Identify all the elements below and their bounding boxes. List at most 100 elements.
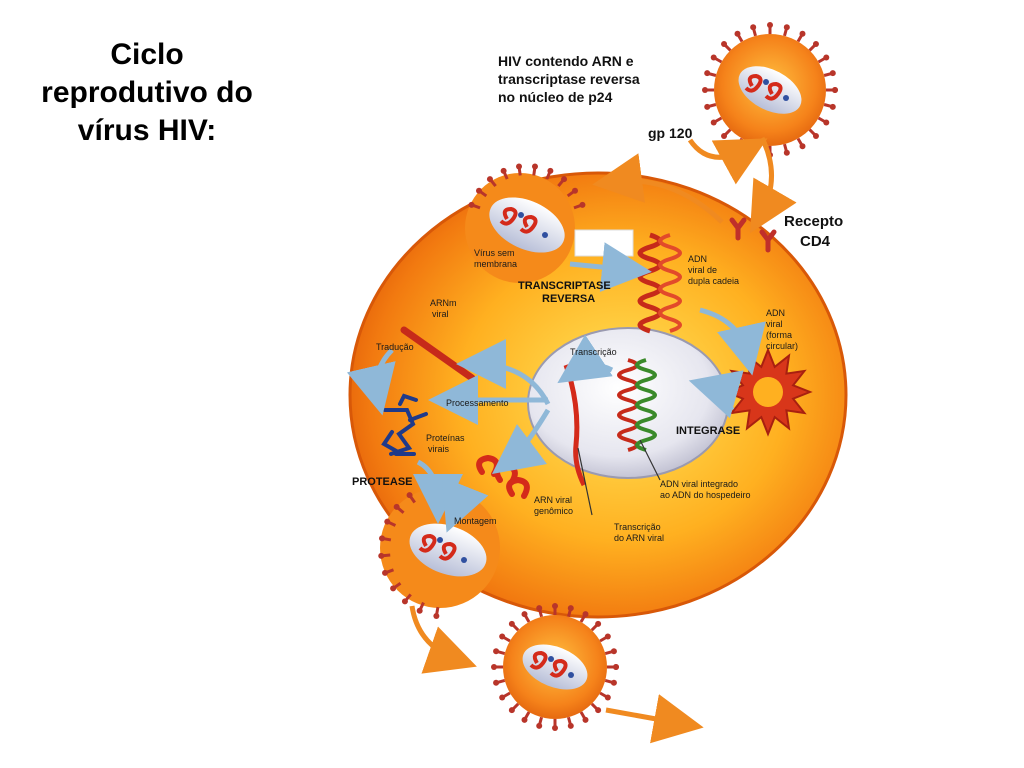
gp120-spike-head — [508, 620, 515, 627]
label-montagem: Montagem — [454, 516, 497, 526]
arrow-fusion — [592, 153, 724, 224]
virus-particle-icon — [468, 163, 586, 253]
gp120-spike-head — [406, 492, 413, 499]
label-hiv-3: no núcleo de p24 — [498, 89, 613, 105]
gp120-spike-head — [493, 648, 500, 655]
label-adn-dupla-1: ADN — [688, 254, 707, 264]
gp120-spike-head — [499, 694, 506, 701]
cd4-receptor-icon — [729, 217, 777, 253]
label-protease: PROTEASE — [352, 476, 413, 488]
gp120-spike-head — [610, 648, 617, 655]
gp120-spike-head — [823, 54, 830, 61]
gp120-spike-head — [710, 54, 717, 61]
label-traducao: Tradução — [376, 342, 414, 352]
gp120-spike-head — [531, 163, 538, 170]
arrow-entry — [687, 138, 768, 185]
gp120-spike-head — [384, 518, 391, 525]
arrow-to-mrna — [456, 339, 551, 406]
arrow-rt — [569, 242, 652, 292]
gp120-spike-head — [582, 716, 589, 723]
gp120-spike-head — [823, 119, 830, 126]
gp120-spike-head — [604, 694, 611, 701]
gp120-spike-head — [552, 725, 558, 731]
gp120-spike-head — [382, 569, 389, 576]
title-line-2: reprodutivo do — [41, 76, 253, 109]
gp120-spike-head — [491, 664, 497, 670]
gp120-spike-head — [378, 552, 385, 559]
gp120-spike-head — [799, 143, 806, 150]
slide-title: Ciclo reprodutivo do vírus HIV: — [12, 36, 282, 150]
gp120-spike-head — [468, 201, 475, 208]
label-virus-sem-1: Vírus sem — [474, 248, 515, 258]
gp120-spike-head — [500, 167, 507, 174]
arrow-circular — [699, 307, 766, 376]
gp120-spike-head — [595, 707, 602, 714]
label-adn-circ-4: circular) — [766, 341, 798, 351]
nucleus — [527, 327, 729, 479]
gp120-spike-head — [783, 149, 790, 156]
gp120-spike-head — [829, 70, 836, 77]
label-proteinas-2: virais — [428, 444, 450, 454]
gp120-spike-head — [393, 503, 400, 510]
gp120-spike-head — [610, 679, 617, 686]
virus-particle-icon — [378, 484, 487, 619]
gp120-spike-head — [829, 103, 836, 110]
gp120-spike-head — [750, 149, 757, 156]
gp120-spike-head — [552, 603, 558, 609]
label-virus-sem-2: membrana — [474, 259, 517, 269]
gp120-spike-head — [521, 611, 528, 618]
arrow-assembly — [441, 476, 489, 533]
label-adn-dupla-3: dupla cadeia — [688, 276, 739, 286]
arrow-transcription — [557, 334, 614, 384]
gp120-spike-head — [401, 598, 408, 605]
gp120-spike-head — [710, 119, 717, 126]
gp120-spike-head — [750, 24, 757, 31]
gp120-spike-head — [547, 167, 554, 174]
arrow-binding — [749, 136, 797, 234]
arrow-translation — [346, 348, 396, 416]
gp120-spike-head — [433, 612, 440, 619]
label-receptor-1: Recepto — [784, 213, 843, 230]
arrow-integrase — [688, 370, 744, 419]
gp120-spike-head — [516, 163, 523, 170]
gp120-spike-head — [561, 176, 568, 183]
gp120-spike-head — [579, 201, 586, 208]
gp120-spike-head — [721, 132, 728, 139]
label-processamento: Processamento — [446, 398, 509, 408]
gp120-spike-head — [571, 187, 578, 194]
label-adn-circ-3: (forma — [766, 330, 792, 340]
gp120-spike-head — [536, 605, 543, 612]
label-arn-genomico-2: genômico — [534, 506, 573, 516]
gp120-spike-head — [493, 679, 500, 686]
gp120-spike-head — [734, 30, 741, 37]
gp120-spike-head — [536, 722, 543, 729]
gp120-spike-head — [812, 132, 819, 139]
gp120-spike-head — [416, 607, 423, 614]
label-transcricao-arn-2: do ARN viral — [614, 533, 664, 543]
label-arnm-2: viral — [432, 309, 449, 319]
title-line-3: vírus HIV: — [77, 114, 217, 147]
label-adn-integrado-1: ADN viral integrado — [660, 479, 738, 489]
label-arnm-1: ARNm — [430, 298, 457, 308]
gp120-spike-head — [704, 70, 711, 77]
gp120-spike-head — [613, 664, 619, 670]
diagram-labels: HIV contendo ARN e transcriptase reversa… — [352, 53, 843, 543]
gp120-spike-head — [604, 633, 611, 640]
label-integrase: INTEGRASE — [676, 425, 740, 437]
label-adn-circ-2: viral — [766, 319, 783, 329]
gp120-spike-head — [422, 484, 429, 491]
process-arrows — [346, 136, 797, 744]
gp120-spike-head — [595, 620, 602, 627]
gp120-spike-head — [582, 611, 589, 618]
gp120-spike-head — [767, 22, 773, 28]
label-transcricao-arn-1: Transcrição — [614, 522, 661, 532]
gp120-spike-head — [734, 143, 741, 150]
arrow-exit — [605, 694, 704, 744]
virus-particle-icon — [702, 22, 838, 158]
arrow-to-genomic — [492, 408, 551, 475]
gp120-spike-head — [704, 103, 711, 110]
gp120-spike-head — [783, 24, 790, 31]
gp120-spike-head — [390, 585, 397, 592]
label-proteinas-1: Proteínas — [426, 433, 465, 443]
